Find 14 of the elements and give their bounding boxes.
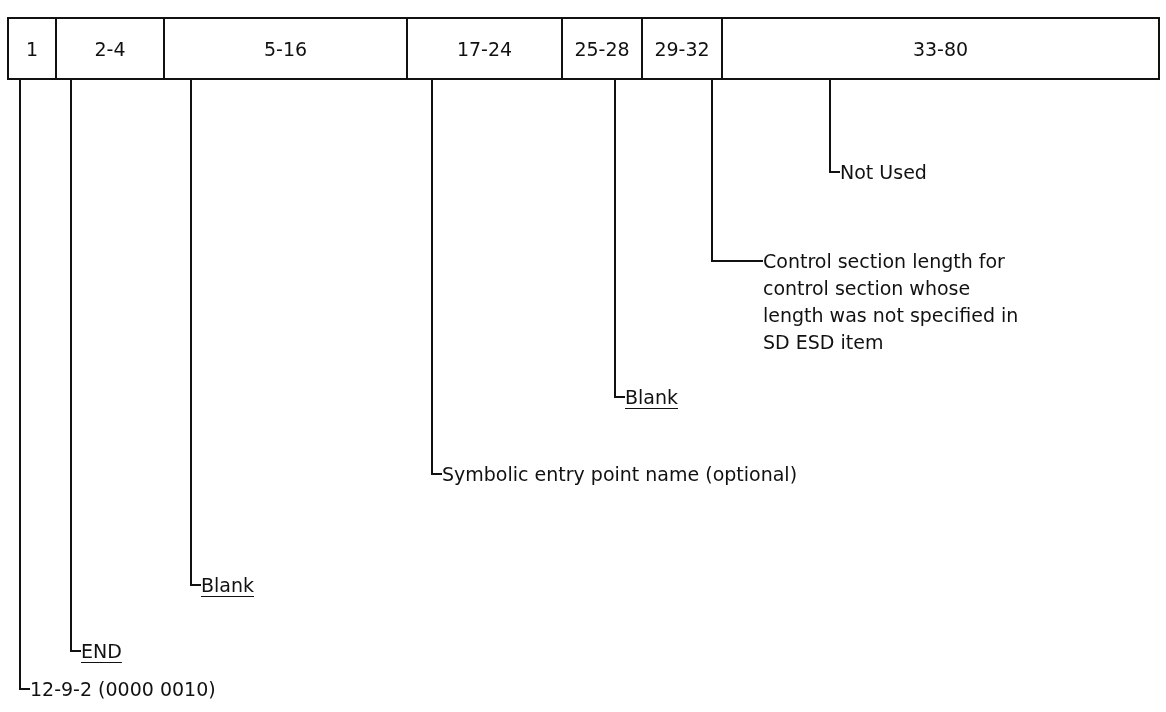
leader-line	[829, 79, 841, 173]
leader-line	[19, 79, 31, 690]
leader-line	[711, 79, 764, 262]
field-cell: 17-24	[406, 17, 563, 80]
field-cell: 29-32	[641, 17, 723, 80]
field-cell: 5-16	[163, 17, 408, 80]
field-cell: 1	[7, 17, 57, 80]
leader-line	[431, 79, 443, 475]
leader-line	[614, 79, 626, 398]
field-cell: 2-4	[55, 17, 165, 80]
field-cell: 25-28	[561, 17, 643, 80]
field-cell: 33-80	[721, 17, 1160, 80]
leader-line	[190, 79, 202, 586]
leader-line	[70, 79, 82, 652]
